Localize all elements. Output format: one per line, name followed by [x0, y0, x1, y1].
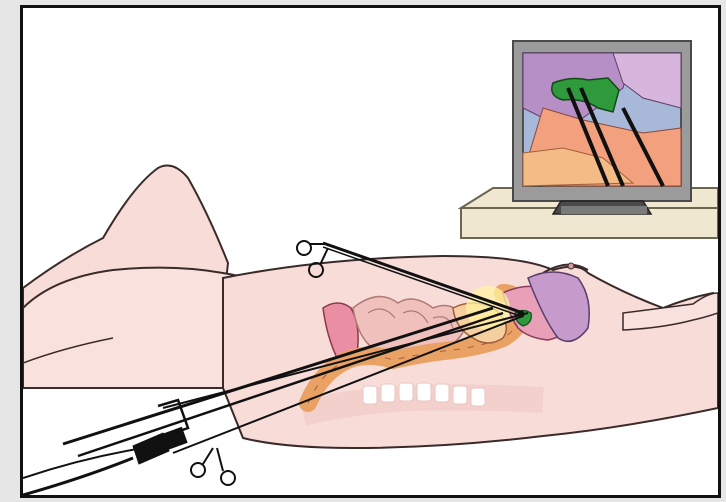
monitor-screen — [523, 53, 681, 186]
illustration-frame — [20, 5, 721, 498]
laparoscopy-illustration — [23, 8, 718, 495]
scissor-handle-lower-icon — [191, 448, 235, 485]
camera-body — [133, 427, 187, 464]
monitor — [513, 41, 691, 214]
camera-cable — [23, 458, 133, 495]
